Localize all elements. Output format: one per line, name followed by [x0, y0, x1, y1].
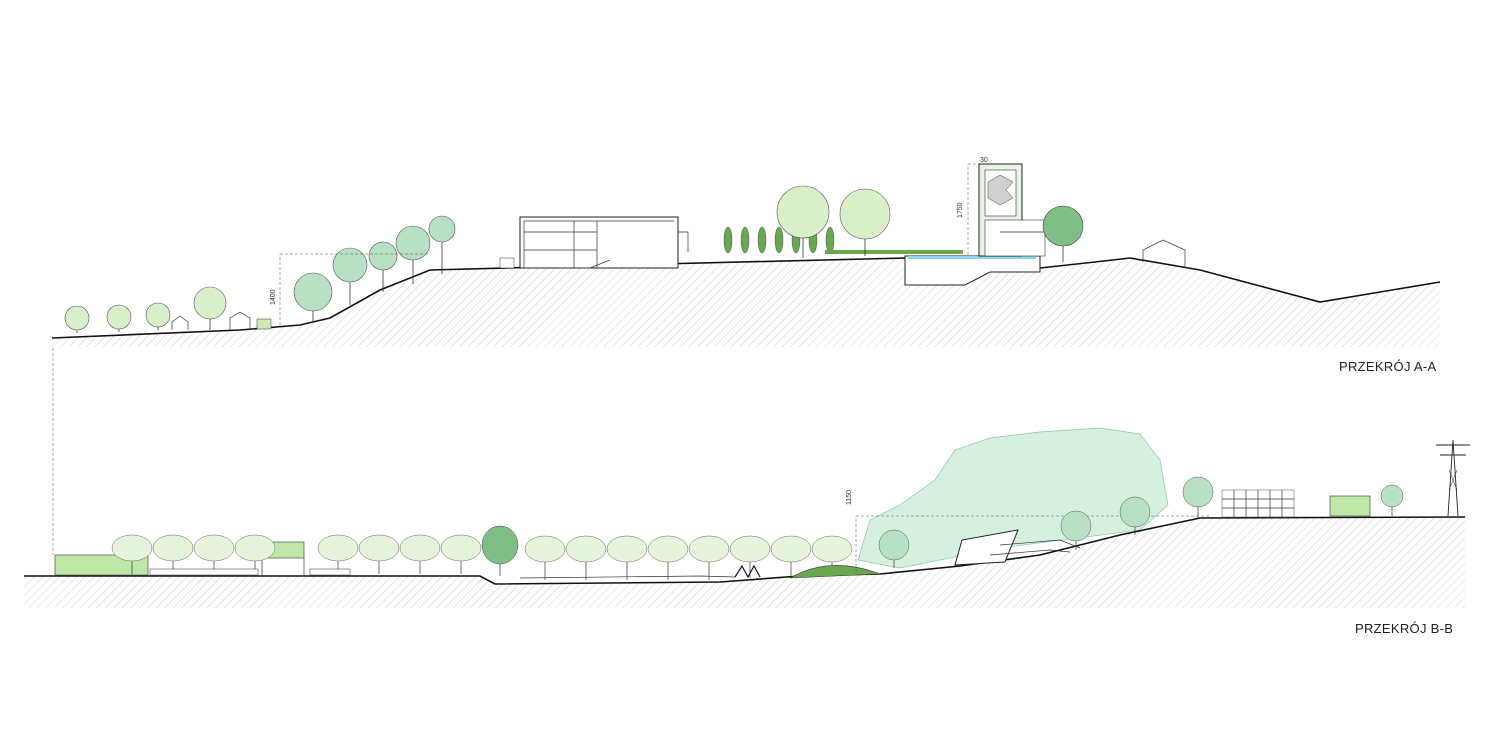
section-a-tower	[978, 163, 1046, 257]
tree	[332, 247, 368, 305]
section-a-ground-hatch	[52, 258, 1440, 347]
tree	[293, 272, 333, 322]
section-b-green-building	[1329, 495, 1371, 517]
section-b-fence-grid	[1221, 489, 1295, 518]
tree	[1380, 484, 1404, 516]
section-b-slope-building	[954, 529, 1081, 566]
tree	[1119, 496, 1151, 535]
section-label-a-a: PRZEKRÓJ A-A	[1339, 359, 1437, 374]
tree	[770, 535, 812, 577]
tree	[524, 535, 566, 580]
tree	[776, 185, 830, 258]
section-b-green-mound	[789, 565, 881, 579]
tree	[399, 534, 441, 574]
tree	[606, 535, 648, 580]
tree	[395, 225, 431, 284]
tree	[688, 535, 730, 580]
tree	[428, 215, 456, 274]
tree	[647, 535, 689, 580]
dimension-label: 1150	[846, 490, 853, 505]
section-b-trees-slope	[878, 476, 1404, 568]
section-a-small-houses	[171, 311, 272, 330]
tree	[729, 535, 771, 578]
tree	[1060, 510, 1092, 550]
dimension-1150: 1150	[846, 490, 1210, 572]
section-a-cypress-row	[723, 226, 963, 254]
section-a-house-right	[1142, 239, 1186, 268]
section-b-b: 1150	[24, 427, 1470, 608]
dimension-1400: 1400	[270, 253, 430, 325]
tree	[193, 286, 227, 330]
tree	[878, 529, 910, 568]
tree	[111, 534, 153, 574]
tree	[368, 241, 398, 292]
dimension-label: 1750	[957, 202, 964, 218]
tree	[152, 534, 194, 574]
tree	[1042, 205, 1084, 262]
tree	[317, 534, 359, 574]
section-b-background-canopy	[857, 427, 1169, 569]
tree	[481, 525, 519, 576]
dimension-label: 1400	[270, 289, 277, 305]
power-pylon-icon	[1436, 439, 1470, 517]
dimension-label: 30	[980, 157, 988, 164]
tree	[440, 534, 482, 574]
section-a-trees-mid	[776, 185, 891, 258]
tree	[358, 534, 400, 574]
tree	[64, 305, 90, 333]
section-a-trees-left	[64, 215, 456, 333]
section-a-a: 1400	[51, 157, 1441, 347]
section-b-ground-hatch	[24, 517, 1465, 608]
tree	[1182, 476, 1214, 518]
tree	[234, 534, 276, 574]
tree	[839, 188, 891, 256]
section-b-pavilion	[734, 564, 761, 579]
section-a-main-building	[499, 216, 689, 269]
tree	[106, 304, 132, 332]
tree	[193, 534, 235, 574]
section-b-parked-cars	[149, 568, 351, 576]
section-b-terrace	[519, 575, 736, 579]
dimension-1750: 1750 30	[957, 157, 988, 255]
section-label-b-b: PRZEKRÓJ B-B	[1355, 621, 1453, 636]
section-b-tree-row	[111, 525, 853, 580]
tree	[145, 302, 171, 330]
tree	[565, 535, 607, 580]
